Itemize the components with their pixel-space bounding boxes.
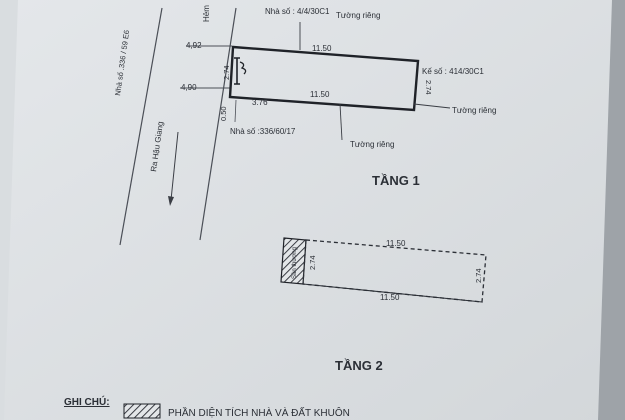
leader-wall-bottom: [339, 103, 343, 141]
entry-bracket: [234, 57, 240, 85]
wall-right-label: Tường riêng: [452, 106, 496, 115]
lane-dim-bottom: 4,90: [181, 83, 197, 92]
lane-line-left: [119, 7, 163, 246]
floor-2-width-right: 2.74: [474, 268, 483, 283]
legend: GHI CHÚ: PHẦN DIỆN TÍCH NHÀ VÀ ĐẤT KHUÔN: [64, 395, 350, 419]
floor-1-title: TẦNG 1: [372, 173, 420, 188]
road-arrow-head: [168, 196, 174, 206]
legend-title: GHI CHÚ:: [64, 395, 110, 408]
legend-item: PHẦN DIỆN TÍCH NHÀ VÀ ĐẤT KHUÔN: [168, 406, 350, 419]
parcel-length-top: 11.50: [312, 44, 332, 53]
house-top-label: Nhà số : 4/4/30C1: [265, 7, 330, 16]
hatched-area-label: Sân thượng: [292, 247, 298, 279]
floor-1-parcel: [228, 45, 420, 112]
parcel-width-right: 2.74: [424, 80, 433, 95]
house-right-label: Kế số : 414/30C1: [422, 67, 484, 76]
house-bottom-label: Nhà số :336/60/17: [230, 127, 296, 136]
parcel-width-left: 2.74: [222, 65, 231, 80]
floor-2-bottom-edge: [302, 283, 483, 303]
floor-2-plan: 11.50 2.74 2.74 11.50 Sân thượng TẦNG 2: [280, 237, 487, 373]
lane-line-right: [199, 7, 237, 241]
offset-dim-label: 0.50: [219, 106, 228, 121]
offset-line: [230, 96, 279, 101]
floor-2-width-left: 2.74: [308, 255, 317, 270]
wall-bottom-label: Tường riêng: [350, 140, 394, 149]
leader-wall-right: [413, 103, 451, 109]
door-swing-icon: [239, 61, 247, 75]
legend-hatch-swatch: [123, 403, 161, 419]
floor-2-title: TẦNG 2: [335, 358, 383, 373]
wall-top-label: Tường riêng: [336, 11, 380, 20]
paper-sheet: [4, 0, 612, 420]
offset-dim-line: [234, 99, 237, 123]
road-arrow-shaft: [170, 131, 179, 201]
floor-2-length-bottom: 11.50: [380, 293, 400, 302]
floor-2-length-top: 11.50: [386, 239, 406, 248]
lane-dim-top: 4,92: [186, 41, 202, 50]
offset-length-label: 3.76: [252, 98, 268, 107]
parcel-length-bottom: 11.50: [310, 90, 330, 99]
paper-shadow: [598, 0, 625, 420]
lane-label: Hẻm: [202, 5, 211, 22]
